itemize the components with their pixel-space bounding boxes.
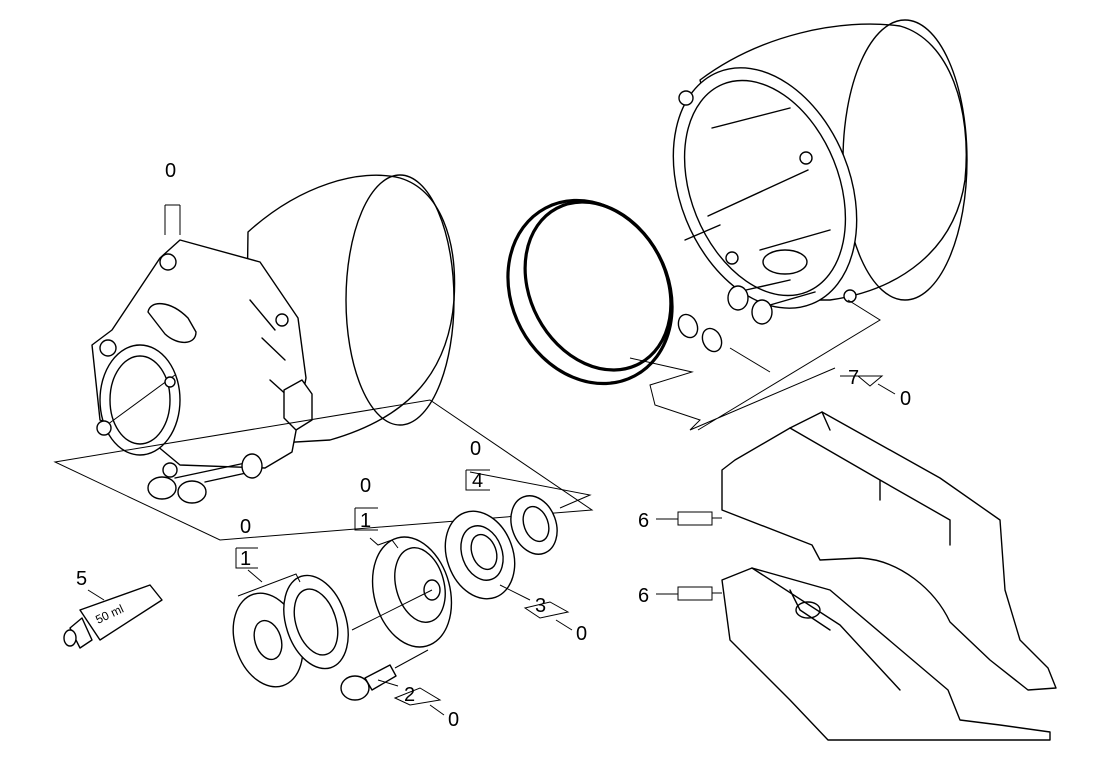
svg-text:1: 1 — [240, 548, 251, 570]
grease-tube: 50 ml — [63, 584, 163, 649]
shaft-seal — [469, 471, 592, 555]
callout-motor-left: 0 — [164, 160, 181, 235]
callout-bolt: 2 0 — [377, 679, 459, 731]
svg-text:0: 0 — [165, 160, 176, 182]
svg-text:0: 0 — [576, 623, 587, 645]
assembly-frame-right — [629, 299, 881, 431]
svg-text:2: 2 — [404, 684, 415, 706]
o-ring-small — [677, 313, 723, 353]
motor-housing-right — [672, 19, 968, 325]
motor-housing-left — [91, 174, 456, 504]
svg-text:0: 0 — [900, 388, 911, 410]
callout-bearing-left: 0 1 — [235, 516, 301, 597]
svg-text:7: 7 — [848, 367, 859, 389]
bracket-lower — [721, 567, 1051, 741]
svg-text:5: 5 — [76, 568, 87, 590]
bracket-upper — [721, 411, 1057, 691]
callout-bearing-mid: 0 1 — [354, 475, 399, 549]
callout-grease: 5 — [76, 568, 105, 601]
bearing-cup — [351, 536, 453, 648]
svg-text:3: 3 — [535, 595, 546, 617]
callout-bracket-lower: 6 — [638, 585, 722, 607]
callout-motor-right: 7 0 — [840, 367, 911, 410]
hex-bolt — [340, 649, 429, 701]
svg-text:0: 0 — [360, 475, 371, 497]
svg-text:0: 0 — [470, 438, 481, 460]
assembly-frame-left — [53, 399, 594, 541]
ball-bearing — [444, 510, 516, 600]
callout-bracket-upper: 6 — [638, 510, 722, 532]
svg-text:0: 0 — [448, 709, 459, 731]
svg-text:4: 4 — [472, 470, 483, 492]
callout-seal: 0 4 — [465, 438, 490, 492]
needle-bearing — [283, 574, 349, 670]
svg-text:6: 6 — [638, 510, 649, 532]
svg-text:6: 6 — [638, 585, 649, 607]
o-ring-large — [506, 198, 674, 386]
callout-ball-bearing: 3 0 — [499, 584, 587, 645]
svg-text:0: 0 — [240, 516, 251, 538]
svg-text:1: 1 — [360, 510, 371, 532]
